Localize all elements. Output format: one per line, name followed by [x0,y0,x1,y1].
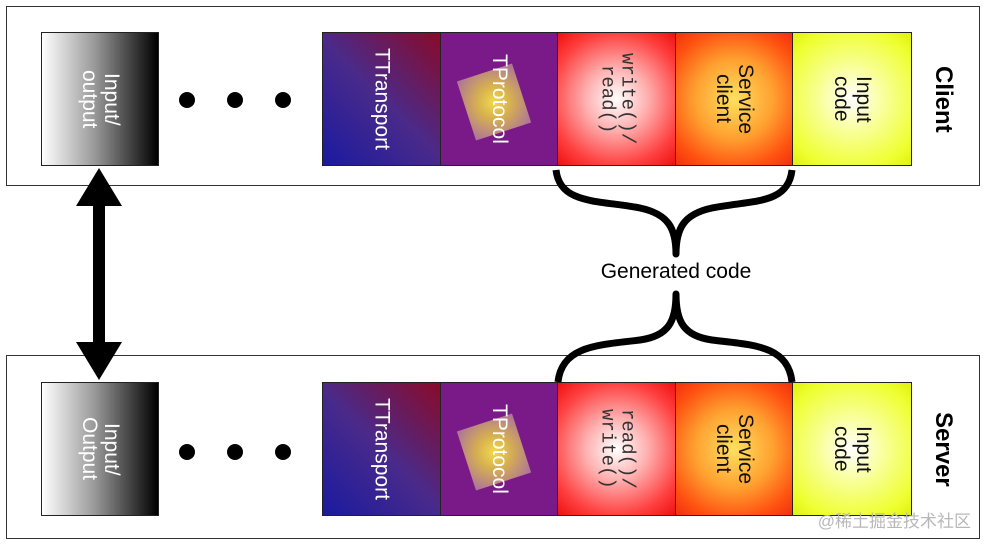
server-stack: TTransport TProtocol read()/ write() Ser… [322,382,912,516]
client-io-box: Input/ output [41,32,159,166]
client-side-label: Client [930,65,957,133]
client-transport-layer: TTransport [323,33,441,165]
top-brace-icon [552,169,796,258]
client-protocol-layer: TProtocol [440,33,559,165]
server-input-layer: Input code [793,383,911,515]
client-input-label: Input code [830,75,876,123]
client-panel: Input/ output TTransport TProtocol write… [6,6,980,186]
server-ellipsis [179,444,297,464]
ellipsis-dot [275,444,291,460]
client-service-layer: Service client [675,33,794,165]
ellipsis-dot [275,92,291,108]
ellipsis-dot [227,444,243,460]
client-rw-layer: write()/ read() [558,33,676,165]
server-rw-label: read()/ write() [596,409,639,489]
client-transport-label: TTransport [370,48,394,150]
ellipsis-dot [179,444,195,460]
server-transport-layer: TTransport [323,383,441,515]
server-transport-label: TTransport [370,398,394,500]
server-service-layer: Service client [675,383,794,515]
server-input-label: Input code [830,425,876,473]
server-panel: Input/ Output TTransport TProtocol read(… [6,355,980,539]
server-service-label: Service client [712,413,758,485]
client-service-label: Service client [712,63,758,135]
bottom-brace-icon [554,290,796,383]
generated-code-label: Generated code [600,260,752,283]
server-protocol-label: TProtocol [487,404,511,494]
server-rw-layer: read()/ write() [558,383,676,515]
server-protocol-layer: TProtocol [440,383,559,515]
client-input-layer: Input code [793,33,911,165]
server-io-label: Input/ Output [78,417,124,481]
client-protocol-label: TProtocol [487,54,511,144]
ellipsis-dot [179,92,195,108]
client-rw-label: write()/ read() [596,53,639,145]
client-stack: TTransport TProtocol write()/ read() Ser… [322,32,912,166]
server-side-label: Server [930,411,957,487]
client-io-label: Input/ output [78,69,124,129]
client-ellipsis [179,92,297,112]
watermark: @稀土掘金技术社区 [817,512,971,531]
server-io-box: Input/ Output [41,382,159,516]
ellipsis-dot [227,92,243,108]
bidirectional-arrow-icon [76,168,122,380]
